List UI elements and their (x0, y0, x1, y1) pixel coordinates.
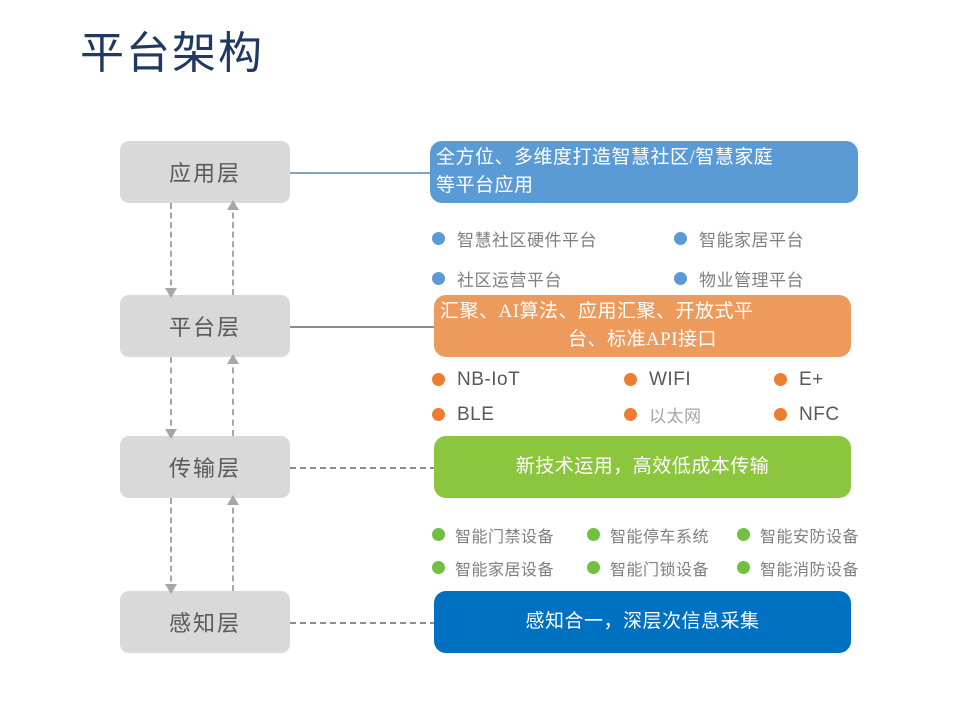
layer-box-platform[interactable]: 平台层 (120, 295, 290, 357)
bullet-dot-icon (774, 373, 787, 386)
bullet-dot-icon (737, 561, 750, 574)
bullet-dot-icon (432, 408, 445, 421)
bullet-label: 智能停车系统 (610, 528, 710, 546)
list-item[interactable]: 智能门锁设备 (587, 556, 737, 580)
connector-application (290, 172, 436, 174)
bullet-label: NB-IoT (457, 368, 521, 390)
bullet-label: 智能家居平台 (699, 230, 804, 250)
bullet-label: 以太网 (649, 407, 702, 426)
arrow-down-icon (165, 584, 177, 594)
arrow-up-icon (227, 495, 239, 505)
bullet-dot-icon (624, 373, 637, 386)
bullet-dot-icon (674, 231, 687, 245)
list-item[interactable]: 智慧社区硬件平台 (432, 226, 674, 251)
arrow-down-icon (165, 288, 177, 298)
bullet-label: 智能门锁设备 (610, 561, 710, 579)
arrow-up-icon (227, 354, 239, 364)
banner-line-1: 新技术运用，高效低成本传输 (515, 456, 770, 477)
bullet-dot-icon (432, 561, 445, 574)
banner-line-1: 全方位、多维度打造智慧社区/智慧家庭 (436, 147, 774, 168)
bullet-label: WIFI (649, 368, 692, 390)
arrow-pair-transport-perception (120, 495, 290, 594)
list-item[interactable]: 智能家居平台 (674, 226, 862, 251)
banner-perception[interactable]: 感知合一，深层次信息采集 (434, 591, 851, 653)
list-item[interactable]: 智能家居设备 (432, 556, 587, 580)
bullet-dot-icon (737, 528, 750, 541)
arrow-down-icon (165, 429, 177, 439)
bullet-label: 社区运营平台 (457, 270, 562, 290)
list-item[interactable]: 智能安防设备 (737, 523, 877, 547)
bullet-dot-icon (587, 561, 600, 574)
list-item[interactable]: WIFI (624, 369, 774, 391)
bullet-group-transport: 智能门禁设备 智能停车系统 智能安防设备 智能家居设备 智能门锁设备 智能消防设… (432, 518, 877, 584)
arrow-down-line (170, 357, 172, 436)
bullet-label: 智慧社区硬件平台 (457, 230, 597, 250)
list-item[interactable]: 社区运营平台 (432, 266, 674, 291)
bullet-dot-icon (674, 271, 687, 285)
list-item[interactable]: 以太网 (624, 402, 774, 427)
arrow-down-line (170, 203, 172, 295)
bullet-label: E+ (799, 368, 824, 390)
bullet-dot-icon (587, 528, 600, 541)
banner-platform[interactable]: 汇聚、AI算法、应用汇聚、开放式平 台、标准API接口 (434, 295, 851, 357)
arrow-pair-platform-transport (120, 354, 290, 439)
banner-line-1: 感知合一，深层次信息采集 (525, 611, 760, 632)
bullet-label: BLE (457, 403, 495, 425)
layer-box-label: 应用层 (168, 161, 241, 186)
connector-perception (290, 622, 436, 624)
layer-box-application[interactable]: 应用层 (120, 141, 290, 203)
connector-transport (290, 467, 436, 469)
layer-box-transport[interactable]: 传输层 (120, 436, 290, 498)
banner-line-2: 台、标准API接口 (567, 329, 718, 350)
bullet-dot-icon (432, 231, 445, 245)
bullet-dot-icon (432, 271, 445, 285)
connector-platform (290, 326, 436, 328)
list-item[interactable]: 物业管理平台 (674, 266, 862, 291)
arrow-down-line (170, 498, 172, 591)
list-item[interactable]: NB-IoT (432, 369, 624, 391)
arrow-pair-application-platform (120, 200, 290, 298)
arrow-up-line (232, 357, 234, 436)
bullet-label: 智能安防设备 (760, 528, 860, 546)
list-item[interactable]: E+ (774, 369, 852, 391)
bullet-dot-icon (432, 373, 445, 386)
list-item[interactable]: 智能停车系统 (587, 523, 737, 547)
bullet-label: NFC (799, 403, 840, 425)
list-item[interactable]: BLE (432, 404, 624, 426)
bullet-group-application: 智慧社区硬件平台 智能家居平台 社区运营平台 物业管理平台 (432, 218, 862, 298)
list-item[interactable]: NFC (774, 404, 852, 426)
bullet-dot-icon (432, 528, 445, 541)
layer-box-label: 平台层 (168, 315, 241, 340)
bullet-label: 智能家居设备 (455, 561, 555, 579)
bullet-dot-icon (774, 408, 787, 421)
layer-box-label: 感知层 (168, 611, 241, 636)
bullet-label: 智能消防设备 (760, 561, 860, 579)
banner-application[interactable]: 全方位、多维度打造智慧社区/智慧家庭 等平台应用 (430, 141, 858, 203)
arrow-up-icon (227, 200, 239, 210)
banner-line-1: 汇聚、AI算法、应用汇聚、开放式平 (440, 301, 754, 322)
banner-line-2: 等平台应用 (436, 175, 534, 196)
layer-box-label: 传输层 (168, 456, 241, 481)
list-item[interactable]: 智能门禁设备 (432, 523, 587, 547)
bullet-group-platform: NB-IoT WIFI E+ BLE 以太网 NFC (432, 362, 852, 432)
banner-transport[interactable]: 新技术运用，高效低成本传输 (434, 436, 851, 498)
page-title: 平台架构 (80, 29, 264, 78)
bullet-dot-icon (624, 408, 637, 421)
bullet-label: 物业管理平台 (699, 270, 804, 290)
arrow-up-line (232, 203, 234, 295)
layer-box-perception[interactable]: 感知层 (120, 591, 290, 653)
arrow-up-line (232, 498, 234, 591)
list-item[interactable]: 智能消防设备 (737, 556, 877, 580)
bullet-label: 智能门禁设备 (455, 528, 555, 546)
